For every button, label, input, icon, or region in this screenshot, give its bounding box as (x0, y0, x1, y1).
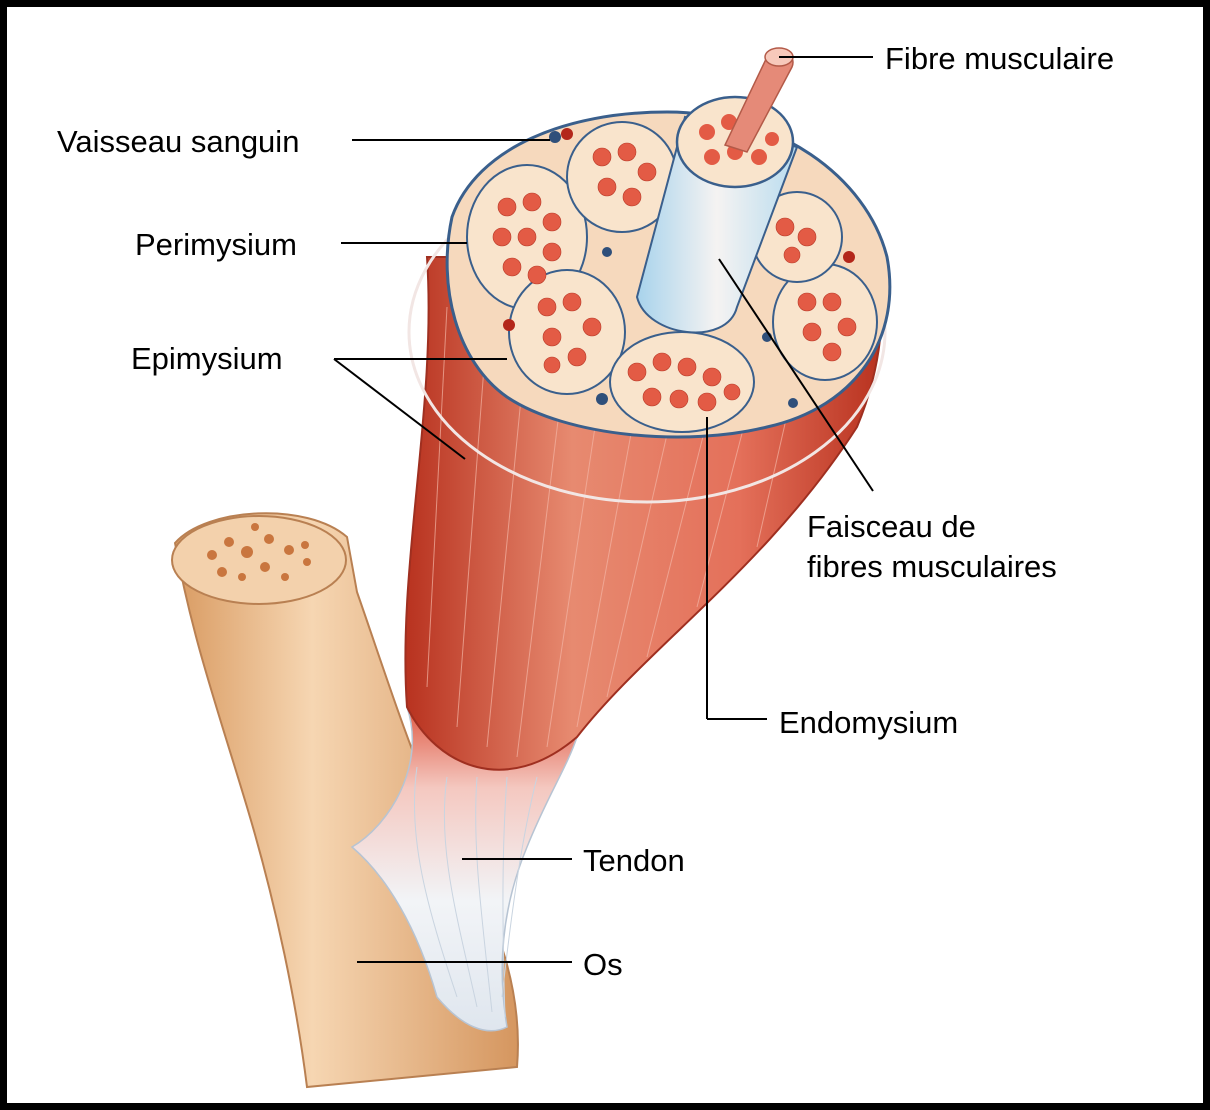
label-vaisseau-sanguin: Vaisseau sanguin (57, 124, 299, 160)
label-epimysium: Epimysium (131, 341, 283, 377)
label-endomysium: Endomysium (779, 705, 958, 741)
label-os: Os (583, 947, 623, 983)
label-faisceau-line2: fibres musculaires (807, 549, 1057, 585)
label-faisceau-line1: Faisceau de (807, 509, 976, 545)
label-tendon: Tendon (583, 843, 685, 879)
label-fibre-musculaire: Fibre musculaire (885, 41, 1114, 77)
label-perimysium: Perimysium (135, 227, 297, 263)
